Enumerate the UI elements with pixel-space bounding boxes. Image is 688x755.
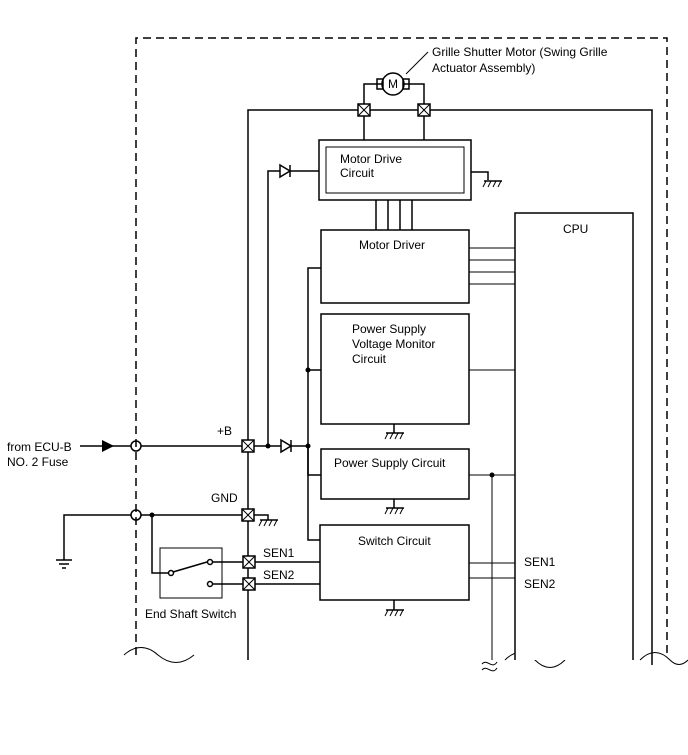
ground-icon bbox=[482, 180, 502, 188]
plus-b-label: +B bbox=[217, 424, 232, 438]
power-distribution: +B bbox=[80, 163, 321, 541]
power-supply-circuit-label: Power Supply Circuit bbox=[334, 456, 446, 470]
gnd-label: GND bbox=[211, 491, 238, 505]
motor-driver-block: Motor Driver bbox=[320, 229, 515, 304]
sen2-terminal-label: SEN2 bbox=[263, 568, 295, 582]
power-source-label: from ECU-B NO. 2 Fuse bbox=[7, 440, 72, 469]
ground-icon bbox=[258, 519, 278, 527]
end-shaft-switch-label: End Shaft Switch bbox=[145, 607, 236, 621]
ground-icon bbox=[384, 609, 404, 617]
cpu-block: CPU bbox=[514, 212, 634, 660]
arrow-right-icon bbox=[102, 440, 114, 452]
switch-circuit-label: Switch Circuit bbox=[358, 534, 431, 548]
cpu-label: CPU bbox=[563, 222, 588, 236]
ecu-boundary bbox=[123, 37, 688, 665]
ground-icon bbox=[384, 432, 404, 440]
source-label-line2: NO. 2 Fuse bbox=[7, 455, 69, 469]
motor-terminals bbox=[357, 103, 431, 140]
ground-icon bbox=[56, 559, 72, 569]
psvm-label-line2: Voltage Monitor bbox=[352, 337, 435, 351]
motor-symbol-text: M bbox=[388, 77, 398, 91]
cpu-sen1-label: SEN1 bbox=[524, 555, 556, 569]
motor-title-line1: Grille Shutter Motor (Swing Grille bbox=[432, 45, 608, 59]
psvm-label-line3: Circuit bbox=[352, 352, 387, 366]
source-label-line1: from ECU-B bbox=[7, 440, 72, 454]
grille-shutter-motor: M Grille Shutter Motor (Swing Grille Act… bbox=[363, 45, 608, 104]
sen-terminals: SEN1 SEN2 bbox=[242, 546, 320, 591]
motor-drive-circuit-block: Motor Drive Circuit bbox=[318, 139, 502, 201]
motor-driver-label: Motor Driver bbox=[359, 238, 425, 252]
power-supply-circuit-block: Power Supply Circuit bbox=[320, 448, 515, 672]
motor-drive-circuit-label-line1: Motor Drive bbox=[340, 152, 402, 166]
ground-icon bbox=[384, 507, 404, 515]
diode-icon bbox=[280, 438, 293, 454]
motor-drive-circuit-label-line2: Circuit bbox=[340, 166, 375, 180]
switch-circuit-block: Switch Circuit SEN1 SEN2 bbox=[319, 524, 556, 617]
ground-connection: GND bbox=[56, 491, 278, 569]
sen1-terminal-label: SEN1 bbox=[263, 546, 295, 560]
drive-bus bbox=[375, 200, 413, 230]
diode-icon bbox=[279, 163, 292, 179]
motor-title-line2: Actuator Assembly) bbox=[432, 61, 535, 75]
psvm-label-line1: Power Supply bbox=[352, 322, 426, 336]
end-shaft-switch: End Shaft Switch bbox=[145, 515, 243, 621]
cpu-sen2-label: SEN2 bbox=[524, 577, 556, 591]
power-supply-voltage-monitor-block: Power Supply Voltage Monitor Circuit bbox=[320, 313, 515, 440]
